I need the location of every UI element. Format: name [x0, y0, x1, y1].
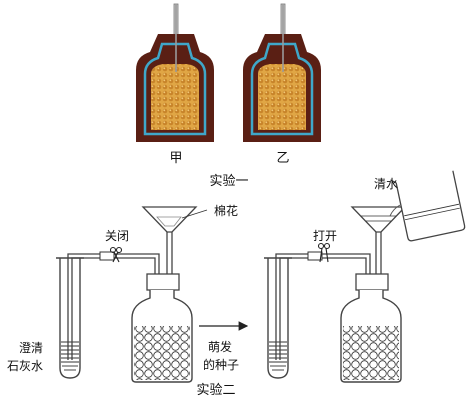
- water-label: 清水: [374, 177, 398, 191]
- delivery-tube: [279, 257, 308, 360]
- rubber-tube: [99, 251, 115, 261]
- clamp-open-label: 打开: [313, 229, 337, 243]
- thermos-flask-a: [136, 3, 214, 142]
- beaker-water: [404, 207, 460, 221]
- flask-inner-wall: [250, 42, 314, 136]
- flask-b-label: 乙: [276, 151, 289, 166]
- clamp-closed-label: 关闭: [105, 229, 129, 243]
- flask-inner-wall: [143, 42, 207, 136]
- seeds-label-1: 萌发: [208, 339, 232, 354]
- delivery-tube: [275, 253, 308, 360]
- bottle-stopper: [355, 273, 389, 291]
- limewater-label-2: 石灰水: [7, 359, 43, 373]
- limewater-liquid: [269, 341, 287, 371]
- funnel-icon: [141, 206, 198, 304]
- limewater-liquid: [61, 341, 79, 371]
- germinating-seeds: [134, 326, 190, 380]
- delivery-tube: [67, 253, 100, 360]
- water-stream: [389, 204, 401, 217]
- cotton-pointer: [181, 209, 208, 219]
- cotton-label: 棉花: [214, 203, 238, 218]
- seed-icon: [258, 64, 306, 130]
- experiment1-caption: 实验一: [209, 173, 248, 189]
- delivery-tube: [71, 257, 100, 360]
- germinating-seeds: [343, 326, 399, 380]
- rubber-tube: [307, 251, 323, 261]
- limewater-test-tube: [56, 257, 84, 379]
- limewater-test-tube-right: [264, 257, 292, 379]
- clamp-icon: [317, 242, 331, 263]
- bottle-stopper: [146, 273, 180, 291]
- thermos-flask-b: [243, 3, 321, 142]
- clamp-icon: [109, 246, 123, 263]
- beaker-icon: [390, 170, 466, 242]
- limewater-label-1: 澄清: [19, 340, 43, 355]
- seed-bottle-right: [340, 273, 402, 383]
- cotton: [156, 216, 182, 227]
- flask-a-label: 甲: [169, 151, 182, 166]
- seed-bottle-left: [131, 273, 193, 383]
- seeds-label-2: 的种子: [203, 357, 239, 372]
- seed-icon: [151, 64, 199, 130]
- beaker-water: [404, 203, 460, 217]
- experiment2-caption: 实验二: [196, 382, 235, 398]
